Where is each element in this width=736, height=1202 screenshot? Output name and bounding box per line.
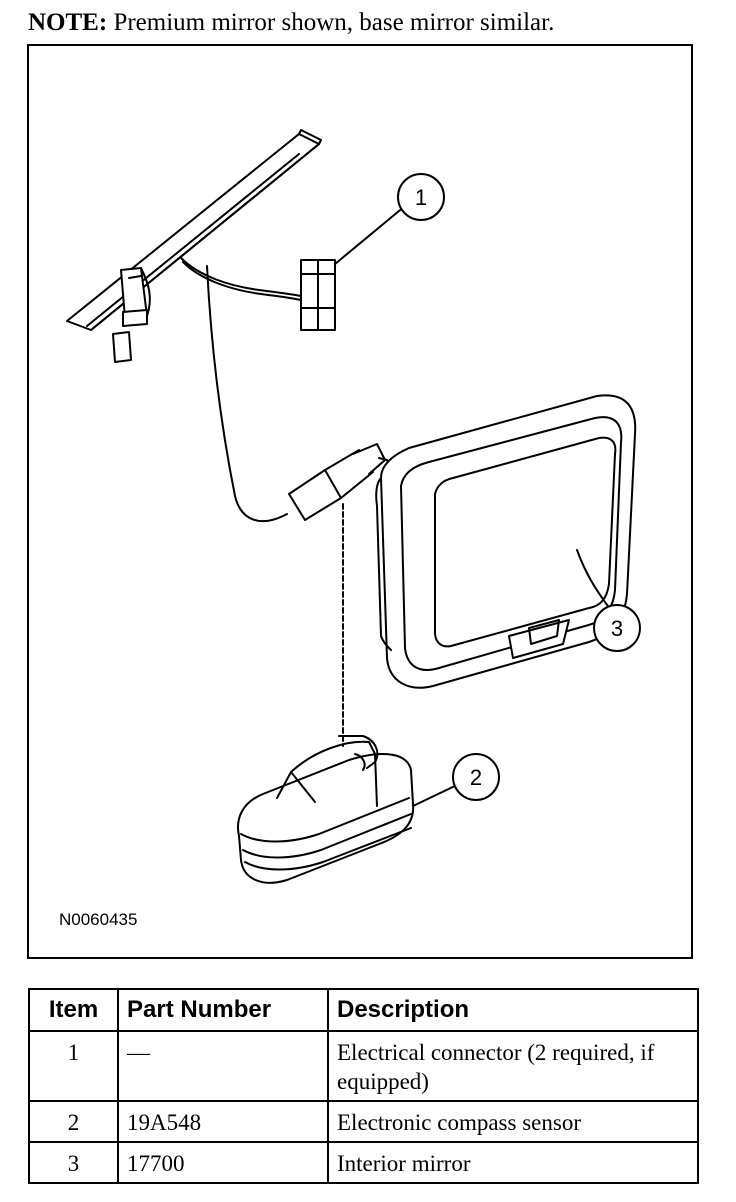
callout-3-label: 3 (611, 616, 623, 641)
cell-item: 3 (28, 1141, 119, 1184)
callout-2: 2 (452, 753, 500, 801)
mirror-illustration: 1 3 2 N0060435 (27, 44, 693, 959)
callout-2-label: 2 (470, 765, 482, 790)
note-label: NOTE: (28, 9, 108, 36)
note-text: Premium mirror shown, base mirror simila… (113, 9, 555, 36)
cell-description: Electrical connector (2 required, if equ… (327, 1030, 699, 1102)
table-row: 3 17700 Interior mirror (28, 1141, 699, 1184)
note: NOTE: Premium mirror shown, base mirror … (28, 6, 728, 40)
compass-sensor (237, 735, 415, 884)
wiring-harness (180, 257, 302, 523)
cell-item: 1 (28, 1030, 119, 1102)
table-row: 1 — Electrical connector (2 required, if… (28, 1030, 699, 1102)
cell-part-number: 17700 (117, 1141, 329, 1184)
figure-id: N0060435 (59, 910, 138, 929)
callout-3: 3 (593, 604, 641, 652)
callout-2-leader (412, 783, 460, 807)
interior-mirror (375, 394, 637, 689)
electrical-connector (300, 259, 336, 331)
header-part-number: Part Number (117, 988, 329, 1032)
cell-part-number: — (117, 1030, 329, 1102)
illustration-drawing: 1 3 2 (66, 129, 641, 884)
parts-table: Item Part Number Description 1 — Electri… (28, 988, 699, 1184)
cell-description: Interior mirror (327, 1141, 699, 1184)
header-item: Item (28, 988, 119, 1032)
table-header-row: Item Part Number Description (28, 988, 699, 1032)
header-description: Description (327, 988, 699, 1032)
cell-description: Electronic compass sensor (327, 1100, 699, 1143)
cell-item: 2 (28, 1100, 119, 1143)
table-row: 2 19A548 Electronic compass sensor (28, 1100, 699, 1143)
windshield-header (66, 129, 322, 363)
callout-1-label: 1 (415, 185, 427, 210)
callout-1-leader (334, 205, 406, 265)
cell-part-number: 19A548 (117, 1100, 329, 1143)
callout-1: 1 (397, 173, 445, 221)
